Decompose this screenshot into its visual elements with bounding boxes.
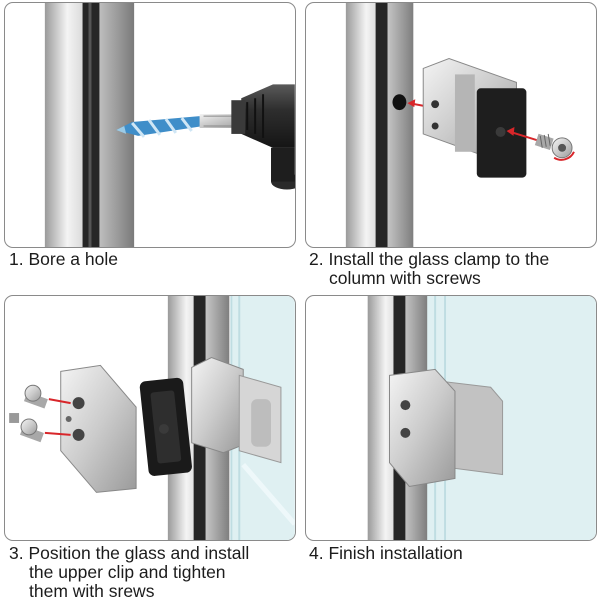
arrow-icon xyxy=(44,398,71,436)
glass-clamp xyxy=(389,368,504,487)
caption-line: 4. Finish installation xyxy=(309,543,463,563)
step-2-caption: 2. Install the glass clamp to the column… xyxy=(309,250,549,288)
step-3-caption: 3. Position the glass and install the up… xyxy=(9,544,249,601)
upper-clip-plate xyxy=(60,364,137,493)
step-3-image xyxy=(4,295,296,541)
gasket xyxy=(139,377,192,476)
column-pipe xyxy=(345,3,414,247)
glass-clamp xyxy=(422,58,527,178)
column-pipe xyxy=(44,3,135,247)
caption-line: 2. Install the glass clamp to the xyxy=(309,249,550,269)
caption-line: 3. Position the glass and install xyxy=(9,543,250,563)
step-1-image xyxy=(4,2,296,248)
drill-bit xyxy=(116,114,246,138)
screw-icon xyxy=(534,133,575,161)
caption-line: the upper clip and tighten xyxy=(29,562,226,582)
caption-line: 1. Bore a hole xyxy=(9,249,118,269)
step-1-caption: 1. Bore a hole xyxy=(9,250,118,269)
caption-line: them with srews xyxy=(29,581,155,601)
step-2-image xyxy=(305,2,597,248)
screw-icon xyxy=(9,384,48,443)
drill-icon xyxy=(231,84,295,190)
caption-line: column with screws xyxy=(329,268,481,288)
step-4-caption: 4. Finish installation xyxy=(309,544,463,563)
step-4-image xyxy=(305,295,597,541)
glass-clamp xyxy=(191,356,282,464)
drilled-hole xyxy=(392,94,407,111)
